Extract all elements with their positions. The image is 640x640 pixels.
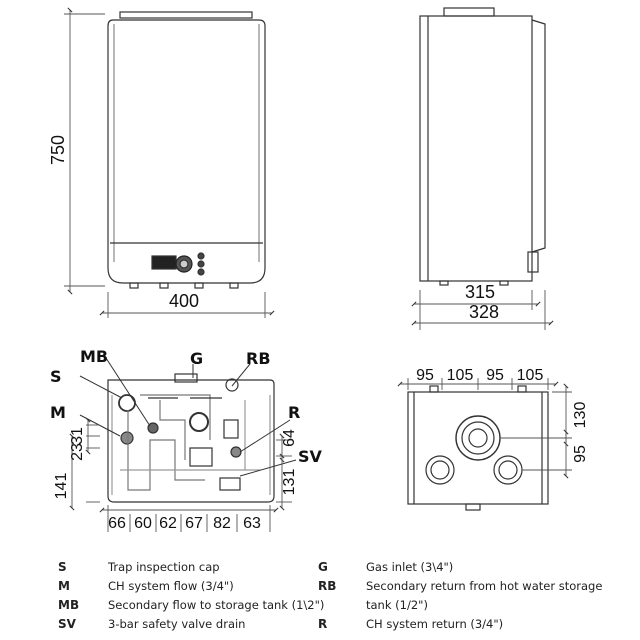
legend: S Trap inspection cap M CH system flow (… xyxy=(0,560,640,640)
legend-code-S: S xyxy=(58,560,67,574)
front-dimension-lines xyxy=(64,7,275,318)
front-height-label: 750 xyxy=(48,135,68,165)
bottom-height-31: 31 xyxy=(69,427,86,445)
legend-code-R: R xyxy=(318,617,328,631)
top-view xyxy=(407,385,549,511)
spacing-62: 62 xyxy=(159,515,177,532)
top-spacing-105-a: 105 xyxy=(447,367,474,384)
front-view xyxy=(107,11,266,289)
legend-desc-S: Trap inspection cap xyxy=(108,560,220,574)
legend-code-SV: SV xyxy=(58,617,76,631)
top-spacing-95-a: 95 xyxy=(416,367,434,384)
spacing-82: 82 xyxy=(213,515,231,532)
side-dimension-lines xyxy=(411,290,554,330)
label-SV: SV xyxy=(298,447,323,466)
legend-desc-G: Gas inlet (3\4") xyxy=(366,560,454,574)
legend-desc-RB: Secondary return from hot water storage xyxy=(366,579,603,593)
legend-desc-MB: Secondary flow to storage tank (1\2") xyxy=(108,598,325,612)
legend-desc-M: CH system flow (3/4") xyxy=(108,579,234,593)
spacing-66: 66 xyxy=(108,515,126,532)
side-depth-label-315: 315 xyxy=(465,282,495,302)
label-M: M xyxy=(50,403,66,422)
bottom-spacing-labels: 66 60 62 67 82 63 xyxy=(108,515,261,532)
legend-desc-RB-cont: tank (1/2") xyxy=(366,598,428,612)
legend-code-M: M xyxy=(58,579,70,593)
top-spacing-105-b: 105 xyxy=(517,367,544,384)
label-S: S xyxy=(50,367,62,386)
label-MB: MB xyxy=(80,347,108,366)
label-R: R xyxy=(288,403,300,422)
bottom-height-131: 131 xyxy=(281,469,298,496)
legend-desc-R: CH system return (3/4") xyxy=(366,617,504,631)
top-height-95: 95 xyxy=(572,445,589,463)
legend-desc-SV: 3-bar safety valve drain xyxy=(108,617,246,631)
top-spacing-95-b: 95 xyxy=(486,367,504,384)
front-width-label: 400 xyxy=(169,291,199,311)
bottom-height-141: 141 xyxy=(53,473,70,500)
spacing-60: 60 xyxy=(134,515,152,532)
top-height-130: 130 xyxy=(572,402,589,429)
legend-code-RB: RB xyxy=(318,579,337,593)
bottom-view xyxy=(107,373,275,503)
side-depth-label-328: 328 xyxy=(469,302,499,322)
label-RB: RB xyxy=(246,349,271,368)
bottom-leader-lines xyxy=(79,357,297,477)
side-view xyxy=(419,7,546,286)
spacing-67: 67 xyxy=(185,515,203,532)
bottom-left-dimension-lines xyxy=(69,417,292,532)
bottom-height-23: 23 xyxy=(69,443,86,461)
top-dimension-lines xyxy=(397,378,572,479)
spacing-63: 63 xyxy=(243,515,261,532)
bottom-spacing-separators xyxy=(129,514,238,532)
legend-code-G: G xyxy=(318,560,328,574)
bottom-height-64: 64 xyxy=(281,429,298,447)
top-spacing-labels: 95 105 95 105 xyxy=(416,367,543,384)
label-G: G xyxy=(190,349,203,368)
legend-code-MB: MB xyxy=(58,598,80,612)
